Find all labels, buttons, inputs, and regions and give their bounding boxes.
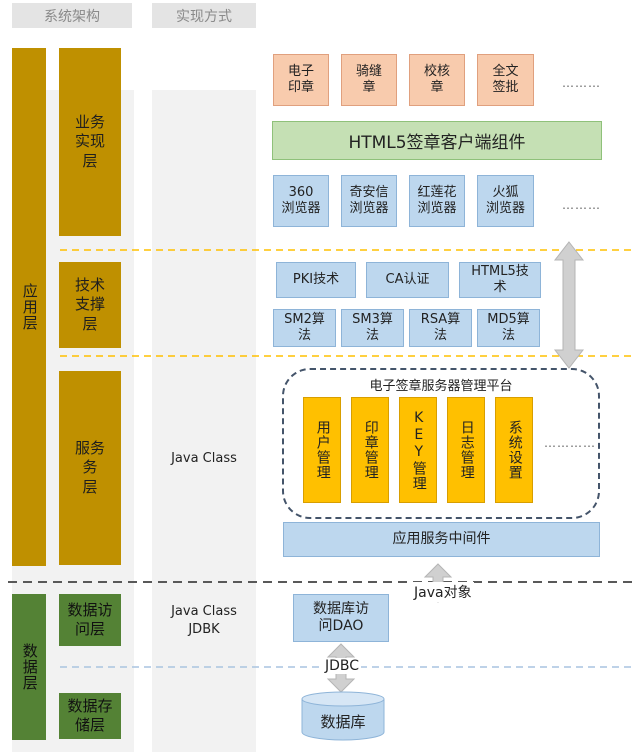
service-platform-container (282, 368, 600, 519)
browsers-ellipsis: ……… (562, 198, 601, 212)
seal-crossing-box: 骑缝 章 (341, 54, 397, 106)
html5-client-component: HTML5签章客户端组件 (272, 121, 602, 160)
app-service-middleware: 应用服务中间件 (283, 522, 600, 557)
pki-tech-box: PKI技术 (276, 262, 356, 298)
md5-algorithm-box: MD5算 法 (477, 309, 540, 347)
dao-layer-label: 数据访 问层 (59, 594, 121, 646)
database-label: 数据库 (320, 712, 366, 731)
module-key-management: KEY管理 (399, 397, 437, 503)
module-log-management: 日志管理 (447, 397, 485, 503)
browser-firefox-box: 火狐 浏览器 (477, 175, 534, 227)
architecture-header: 系统架构 (12, 3, 132, 28)
database-dao-box: 数据库访 问DAO (293, 594, 389, 642)
service-layer-label: 服务 务 层 (59, 371, 121, 565)
database-cylinder-icon (301, 691, 385, 741)
rsa-algorithm-box: RSA算 法 (409, 309, 472, 347)
storage-layer-label: 数据存 储层 (59, 693, 121, 739)
module-seal-management: 印章管理 (351, 397, 389, 503)
business-items-ellipsis: ……… (562, 76, 601, 90)
tech-layer-label: 技术 支撑 层 (59, 262, 121, 348)
sm2-algorithm-box: SM2算 法 (273, 309, 336, 347)
double-arrow-vertical-icon (553, 241, 585, 369)
module-user-management: 用户管理 (303, 397, 341, 503)
business-layer-label: 业务 实现 层 (59, 48, 121, 236)
implementation-column-band (152, 90, 256, 752)
html5-tech-box: HTML5技 术 (459, 262, 541, 298)
ca-auth-box: CA认证 (366, 262, 449, 298)
implementation-header: 实现方式 (152, 3, 256, 28)
module-system-settings: 系统设置 (495, 397, 533, 503)
impl-service-text: Java Class (171, 450, 237, 466)
platform-title: 电子签章服务器管理平台 (369, 378, 513, 394)
java-object-label: Java对象 (412, 582, 474, 602)
modules-ellipsis: ………… (544, 436, 596, 450)
app-layer-label: 应用层 (12, 48, 46, 566)
data-layer-label: 数据层 (12, 594, 46, 740)
seal-electronic-box: 电子 印章 (273, 54, 329, 106)
impl-dao-text: Java Class JDBK (171, 603, 237, 637)
fulltext-sign-box: 全文 签批 (477, 54, 534, 106)
browser-360-box: 360 浏览器 (273, 175, 329, 227)
browser-honglianhua-box: 红莲花 浏览器 (409, 175, 465, 227)
browser-qianxin-box: 奇安信 浏览器 (341, 175, 397, 227)
seal-check-box: 校核 章 (409, 54, 465, 106)
sm3-algorithm-box: SM3算 法 (341, 309, 404, 347)
jdbc-label: JDBC (323, 658, 362, 674)
